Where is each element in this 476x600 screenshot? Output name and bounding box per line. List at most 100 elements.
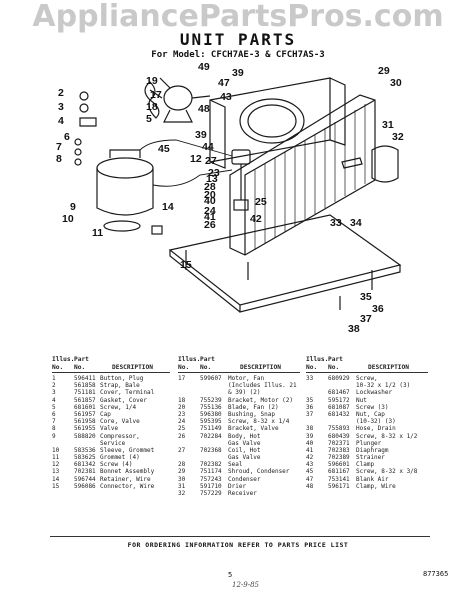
part-number: 753141	[328, 475, 350, 483]
illus-number: 42	[306, 454, 314, 462]
callout-15: 15	[180, 259, 192, 271]
part-number: 561858	[74, 382, 96, 390]
part-number: 596380	[200, 410, 222, 418]
illus-number: 28	[178, 461, 186, 469]
part-number: 702368	[200, 446, 222, 454]
part-number: 681087	[328, 403, 350, 411]
part-description: Screw (4)	[100, 461, 133, 469]
hdr-illus-2: Illus.	[178, 356, 201, 363]
part-description: Gasket, Cover	[100, 396, 147, 404]
part-description: Blade, Fan (2)	[228, 403, 279, 411]
hdr-part-3: Part	[328, 356, 343, 363]
illus-number: 1	[52, 375, 56, 382]
part-number: 757243	[200, 475, 222, 483]
callout-44: 44	[202, 141, 214, 153]
part-description: Screw,	[356, 375, 378, 382]
part-description: Screw, 8-32 x 1/2	[356, 432, 418, 440]
callout-6: 6	[64, 131, 70, 143]
part-description: Blank Air	[356, 475, 389, 483]
part-description: Receiver	[228, 490, 257, 497]
part-description: Gas Valve	[228, 454, 261, 462]
part-number: 591710	[200, 482, 222, 490]
part-number: 588820	[74, 432, 96, 440]
callout-37: 37	[360, 313, 372, 325]
part-description: Service	[100, 439, 126, 447]
part-description: Nut, Cap	[356, 410, 385, 418]
callout-39b: 39	[195, 129, 207, 141]
illus-number: 43	[306, 461, 314, 469]
part-number: 599607	[200, 375, 222, 382]
illus-number: 20	[178, 403, 186, 411]
callout-12: 12	[190, 153, 202, 165]
part-number: 755239	[200, 396, 222, 404]
illus-number: 3	[52, 389, 56, 397]
part-description: Nut	[356, 396, 367, 404]
part-description: Screw, 8-32 x 3/8	[356, 468, 418, 476]
callout-43: 43	[220, 91, 232, 103]
illus-number: 37	[306, 410, 314, 418]
part-description: Plunger	[356, 439, 382, 447]
callout-48: 48	[198, 103, 210, 115]
illus-number: 31	[178, 482, 186, 490]
part-number: 751181	[74, 389, 96, 397]
table-row: 31 591710 Drier	[178, 483, 300, 490]
table-row: (10-32) (3)	[306, 418, 428, 425]
callout-32: 32	[392, 131, 404, 143]
part-number: 583536	[74, 446, 96, 454]
illus-number: 5	[52, 403, 56, 411]
callout-47: 47	[218, 77, 230, 89]
part-description: (Includes Illus. 21	[228, 382, 297, 390]
illus-number: 25	[178, 425, 186, 433]
callout-23: 23	[208, 167, 220, 179]
callout-2: 2	[58, 87, 64, 99]
callout-5: 5	[146, 113, 152, 125]
hdr-illus: Illus.	[52, 356, 75, 363]
illus-number: 23	[178, 410, 186, 418]
part-description: Screw, 1/4	[100, 403, 137, 411]
callout-11: 11	[92, 227, 103, 239]
handwritten-date: 12-9-85	[232, 581, 259, 589]
part-description: Screw (3)	[356, 403, 389, 411]
illus-number: 18	[178, 396, 186, 404]
page-title: UNIT PARTS	[179, 30, 297, 49]
callout-9: 9	[70, 201, 76, 213]
part-description: Drier	[228, 482, 247, 490]
illus-number: 26	[178, 432, 186, 440]
illus-number: 10	[52, 446, 60, 454]
callout-35: 35	[360, 291, 372, 303]
part-description: Bonnet Assembly	[100, 468, 155, 476]
callout-49: 49	[198, 61, 210, 73]
illus-number: 33	[306, 375, 314, 382]
illus-number: 7	[52, 418, 56, 426]
part-number: 751174	[200, 468, 222, 476]
hdr-partno: No.	[74, 364, 86, 371]
part-description: Motor, Fan	[228, 375, 265, 382]
hdr-partno-2: No.	[200, 364, 212, 371]
part-description: Lockwasher	[356, 389, 393, 397]
hdr-desc-2: DESCRIPTION	[240, 364, 281, 371]
fan-motor	[149, 77, 211, 123]
illus-number: 35	[306, 396, 314, 404]
callout-7: 7	[56, 141, 62, 153]
part-description: Bracket, Motor (2)	[228, 396, 294, 404]
table-row: Service	[52, 440, 170, 447]
callout-36: 36	[372, 303, 384, 315]
